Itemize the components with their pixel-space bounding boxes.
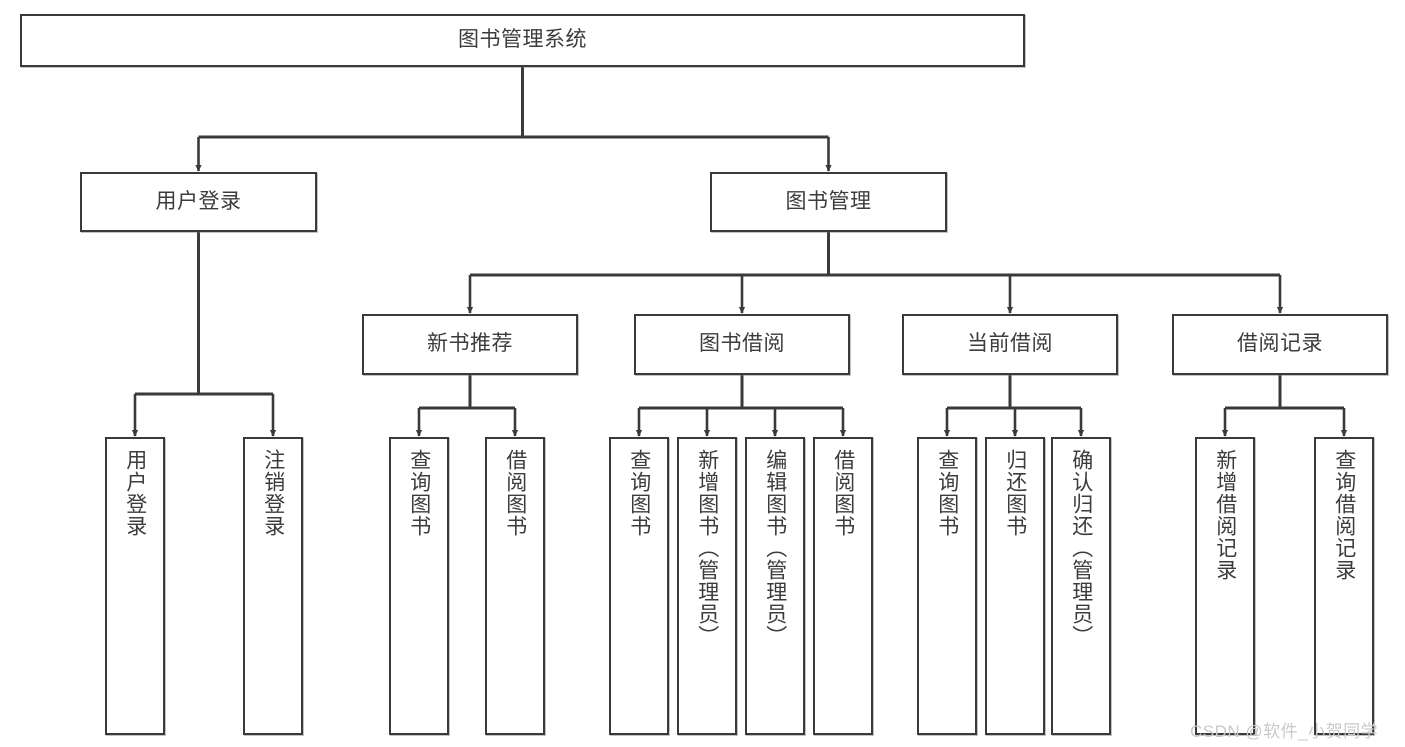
node-label: 查询图书 [627, 449, 651, 537]
node-label: 用户登录 [155, 189, 242, 213]
node-label: 编辑图书（管理员） [763, 449, 787, 647]
node-label: 图书借阅 [699, 332, 785, 356]
node-leaf-borrow-book-recommend[interactable]: 借阅图书 [485, 437, 545, 735]
node-current-borrow[interactable]: 当前借阅 [902, 314, 1118, 375]
node-leaf-borrow-book[interactable]: 借阅图书 [813, 437, 873, 735]
node-label: 图书管理系统 [458, 28, 587, 52]
node-leaf-query-borrow-record[interactable]: 查询借阅记录 [1314, 437, 1374, 735]
node-label: 图书管理 [785, 189, 872, 213]
node-leaf-confirm-return-admin[interactable]: 确认归还（管理员） [1051, 437, 1111, 735]
node-label: 新书推荐 [427, 332, 513, 356]
node-leaf-add-borrow-record[interactable]: 新增借阅记录 [1195, 437, 1255, 735]
node-leaf-edit-book-admin[interactable]: 编辑图书（管理员） [745, 437, 805, 735]
node-leaf-add-book-admin[interactable]: 新增图书（管理员） [677, 437, 737, 735]
node-label: 新增图书（管理员） [695, 449, 719, 647]
node-label: 新增借阅记录 [1213, 449, 1237, 581]
node-label: 当前借阅 [967, 332, 1053, 356]
node-label: 查询借阅记录 [1332, 449, 1356, 581]
node-label: 注销登录 [261, 449, 285, 537]
node-leaf-query-book-recommend[interactable]: 查询图书 [389, 437, 449, 735]
node-leaf-query-book-borrow[interactable]: 查询图书 [609, 437, 669, 735]
node-book-manage[interactable]: 图书管理 [710, 172, 947, 232]
node-new-book-recommend[interactable]: 新书推荐 [362, 314, 578, 375]
node-borrow-record[interactable]: 借阅记录 [1172, 314, 1388, 375]
node-leaf-logout[interactable]: 注销登录 [243, 437, 303, 735]
node-label: 查询图书 [407, 449, 431, 537]
node-root[interactable]: 图书管理系统 [20, 14, 1025, 67]
node-label: 查询图书 [935, 449, 959, 537]
node-label: 用户登录 [123, 449, 147, 537]
node-book-borrow[interactable]: 图书借阅 [634, 314, 850, 375]
watermark: CSDN @软件_小贺同学 [1190, 722, 1379, 741]
node-label: 借阅记录 [1237, 332, 1323, 356]
node-label: 借阅图书 [503, 449, 527, 537]
node-label: 归还图书 [1003, 449, 1027, 537]
node-leaf-query-book-current[interactable]: 查询图书 [917, 437, 977, 735]
node-user-login[interactable]: 用户登录 [80, 172, 317, 232]
node-label: 借阅图书 [831, 449, 855, 537]
node-label: 确认归还（管理员） [1069, 449, 1093, 647]
node-leaf-return-book[interactable]: 归还图书 [985, 437, 1045, 735]
node-leaf-user-login[interactable]: 用户登录 [105, 437, 165, 735]
